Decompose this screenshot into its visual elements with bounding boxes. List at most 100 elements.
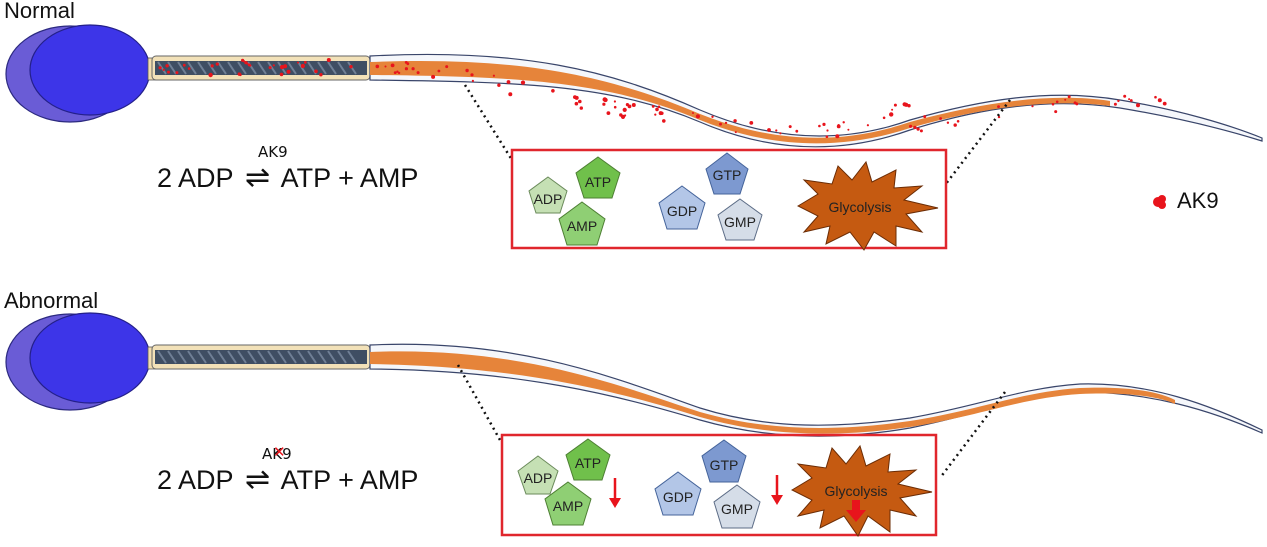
enzyme-label-normal: AK9 — [258, 143, 288, 161]
normal-metabolite-box — [510, 148, 948, 250]
ak9-dot — [1051, 102, 1055, 106]
ak9-dot — [825, 135, 829, 138]
ak9-dot — [767, 128, 771, 132]
ak9-dot — [654, 113, 657, 116]
adp-label: ADP — [534, 191, 563, 207]
reversible-arrow-icon: ⇌ — [245, 161, 271, 194]
ak9-dot — [939, 117, 942, 120]
ak9-dot — [314, 69, 318, 74]
amp-pentagon — [558, 201, 606, 246]
abnormal-sperm — [5, 312, 1263, 437]
ak9-dot — [384, 65, 387, 68]
ak9-dot — [492, 74, 495, 77]
ak9-dot — [404, 67, 408, 71]
normal-adenine-cluster: ADP ATP AMP — [528, 156, 621, 246]
ak9-dot — [470, 73, 474, 77]
ak9-dot — [300, 63, 305, 69]
reversible-arrow-icon: ⇌ — [245, 463, 271, 496]
ak9-dot — [711, 115, 714, 119]
ak9-dot — [692, 112, 694, 114]
ak9-dot — [167, 70, 170, 74]
ak9-dot — [1075, 102, 1079, 106]
ak9-dot — [393, 71, 397, 74]
sperm-midpiece-helix — [157, 61, 357, 75]
gdp-label: GDP — [663, 489, 693, 505]
ak9-dot — [286, 69, 291, 74]
zoom-line-left — [463, 84, 514, 161]
ak9-dot — [471, 79, 474, 82]
reaction-right: ATP + AMP — [280, 465, 419, 495]
ak9-dots — [158, 58, 1167, 139]
reaction-equation-abnormal: 2 ADP ⇌ ATP + AMP — [157, 462, 418, 497]
ak9-dot — [431, 74, 436, 79]
ak9-dot — [397, 71, 401, 75]
ak9-dot — [916, 127, 920, 131]
ak9-dot — [913, 125, 917, 130]
ak9-dot — [788, 125, 792, 129]
gmp-pentagon — [713, 484, 761, 529]
ak9-dot — [239, 73, 242, 77]
ak9-dot — [175, 71, 179, 75]
ak9-dot — [210, 64, 214, 68]
ak9-dot — [349, 65, 353, 69]
ak9-dot — [606, 111, 611, 115]
ak9-dot — [579, 106, 583, 110]
ak9-dot — [836, 124, 841, 129]
ak9-dot — [574, 101, 579, 106]
ak9-dot — [1113, 102, 1117, 106]
ak9-dot — [551, 89, 555, 93]
ak9-dot — [268, 66, 272, 70]
glycolysis-burst — [790, 444, 933, 537]
normal-glycolysis: Glycolysis — [796, 160, 939, 251]
gmp-label: GMP — [724, 214, 756, 230]
ak9-dot — [182, 63, 186, 67]
ak9-dot — [651, 105, 655, 108]
ak9-dot — [613, 100, 617, 103]
amp-pentagon — [544, 481, 592, 526]
ak9-dot — [818, 124, 821, 128]
enzyme-label-abnormal: AK9 ✕ — [262, 443, 292, 463]
ak9-dot — [953, 123, 957, 127]
glycolysis-label: Glycolysis — [824, 483, 887, 499]
ak9-dot — [578, 99, 582, 104]
ak9-dot — [842, 121, 845, 124]
ak9-dot — [624, 114, 627, 117]
reaction-equation-normal: 2 ADP ⇌ ATP + AMP — [157, 160, 418, 195]
ak9-dot — [1067, 95, 1071, 99]
decrease-arrow-guanine — [771, 475, 783, 505]
ak9-dot — [835, 134, 840, 139]
normal-guanine-cluster: GTP GDP GMP — [658, 152, 763, 241]
ak9-dot — [866, 124, 870, 127]
ak9-dot — [411, 67, 415, 71]
ak9-dot — [1055, 100, 1059, 104]
abnormal-adenine-cluster: ADP ATP AMP — [517, 438, 621, 526]
ak9-dot — [390, 63, 395, 68]
ak9-dot — [1054, 110, 1058, 114]
ak9-dot — [847, 128, 850, 131]
abnormal-metabolite-box — [500, 433, 938, 537]
ak9-dot — [187, 67, 191, 70]
ak9-dot — [272, 64, 275, 67]
ak9-dot — [779, 132, 782, 135]
ak9-dot — [1128, 98, 1131, 101]
ak9-dot — [733, 119, 737, 123]
ak9-dot — [655, 107, 659, 112]
ak9-dot — [613, 105, 617, 109]
ak9-dot — [506, 80, 511, 84]
ak9-dot — [620, 114, 626, 119]
ak9-dot — [245, 62, 249, 65]
ak9-dot — [749, 121, 754, 125]
amp-label: AMP — [553, 498, 583, 514]
atp-label: ATP — [575, 455, 601, 471]
ak9-dot — [904, 102, 909, 107]
ak9-dot — [445, 65, 449, 69]
gtp-label: GTP — [710, 457, 739, 473]
ak9-dot — [520, 80, 526, 85]
ak9-dot — [622, 107, 627, 112]
ak9-dot — [997, 115, 1001, 119]
ak9-dot — [1031, 105, 1034, 108]
decrease-arrow-glycolysis — [846, 500, 866, 522]
ak9-dot — [719, 122, 722, 126]
ak9-dot — [891, 108, 894, 111]
